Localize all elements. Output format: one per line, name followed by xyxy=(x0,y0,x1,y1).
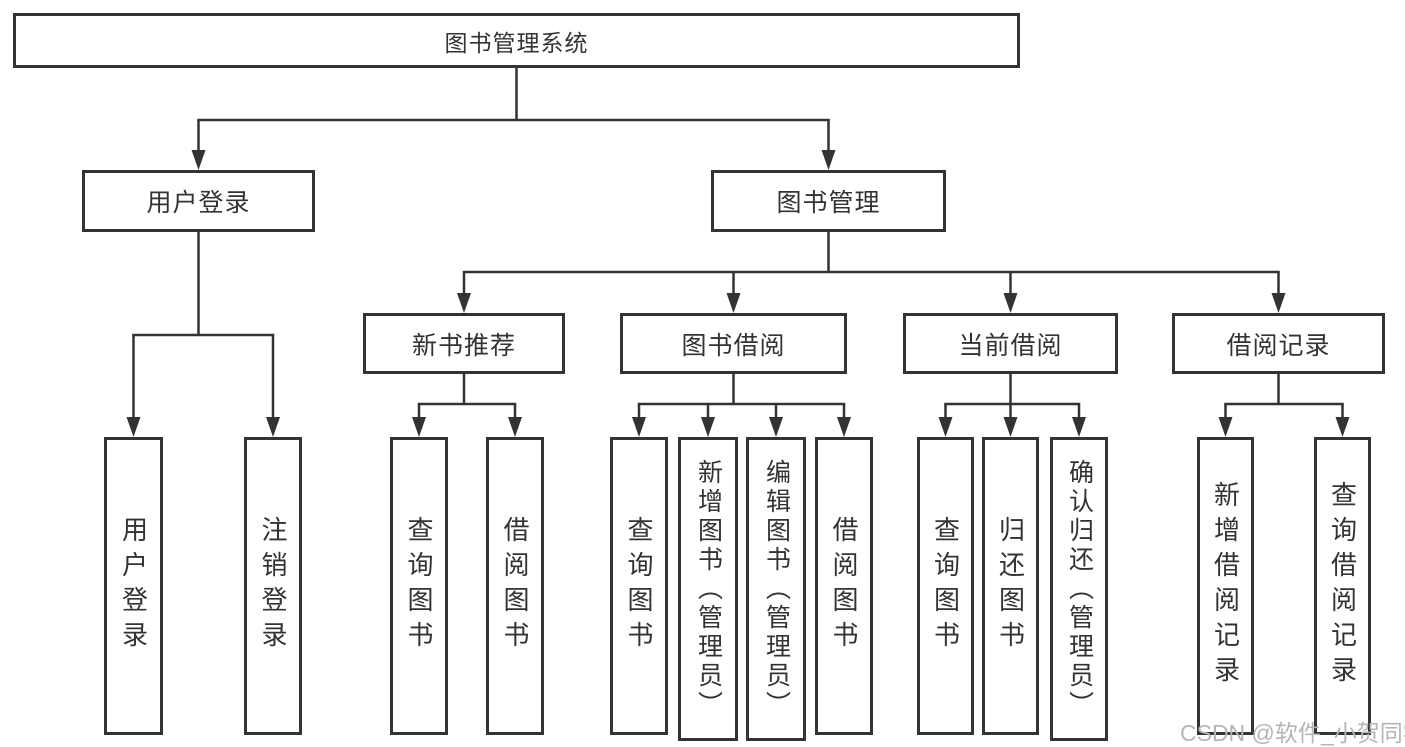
node-label: 用户登录 xyxy=(146,189,251,217)
node-label: 查询借阅记录 xyxy=(1327,481,1358,691)
arrowhead-icon xyxy=(938,417,953,437)
node-leaf-query-book-2: 查询图书 xyxy=(610,437,668,735)
node-label: 查询图书 xyxy=(930,516,961,656)
node-root: 图书管理系统 xyxy=(13,13,1020,68)
node-label: 图书管理系统 xyxy=(444,29,589,56)
node-label: 当前借阅 xyxy=(958,331,1063,360)
node-label: 图书管理 xyxy=(776,189,881,217)
node-leaf-query-book-3: 查询图书 xyxy=(917,437,974,735)
arrowhead-icon xyxy=(837,417,851,437)
node-leaf-logout: 注销登录 xyxy=(244,437,302,735)
node-leaf-return-book: 归还图书 xyxy=(982,437,1039,735)
arrowhead-icon xyxy=(126,417,141,437)
arrowhead-icon xyxy=(266,417,280,437)
node-label: 新增借阅记录 xyxy=(1210,481,1241,691)
arrowhead-icon xyxy=(508,417,522,437)
arrowhead-icon xyxy=(1072,417,1086,437)
node-leaf-query-book-1: 查询图书 xyxy=(390,437,448,735)
node-label: 查询图书 xyxy=(624,516,654,656)
arrowhead-icon xyxy=(1271,293,1286,313)
node-leaf-borrow-book-2: 借阅图书 xyxy=(815,437,873,735)
arrowhead-icon xyxy=(1003,293,1018,313)
arrowhead-icon xyxy=(769,417,783,437)
node-label: 注销登录 xyxy=(258,516,288,656)
node-leaf-edit-book: 编辑图书（管理员） xyxy=(746,437,806,741)
node-book-mgmt: 图书管理 xyxy=(711,170,946,232)
watermark: CSDN @软件_小贺同学 xyxy=(1180,720,1405,746)
node-label: 借阅图书 xyxy=(829,516,859,656)
node-leaf-borrow-book-1: 借阅图书 xyxy=(486,437,544,735)
node-user-login: 用户登录 xyxy=(82,170,315,232)
node-label: 用户登录 xyxy=(118,516,149,656)
arrowhead-icon xyxy=(821,150,836,170)
node-borrow-records: 借阅记录 xyxy=(1172,313,1385,374)
node-label: 编辑图书（管理员） xyxy=(762,458,791,720)
node-leaf-query-borrow-record: 查询借阅记录 xyxy=(1314,437,1371,735)
arrowhead-icon xyxy=(701,417,715,437)
node-book-borrow: 图书借阅 xyxy=(620,313,847,374)
arrowhead-icon xyxy=(191,150,206,170)
node-leaf-add-borrow-record: 新增借阅记录 xyxy=(1197,437,1254,735)
node-leaf-add-book: 新增图书（管理员） xyxy=(678,437,738,741)
node-current-borrow: 当前借阅 xyxy=(903,313,1118,374)
arrowhead-icon xyxy=(457,293,471,313)
node-label: 新书推荐 xyxy=(411,331,516,360)
node-label: 图书借阅 xyxy=(681,331,786,360)
node-label: 确认归还（管理员） xyxy=(1065,458,1094,720)
arrowhead-icon xyxy=(632,417,646,437)
node-label: 借阅图书 xyxy=(500,516,530,656)
arrowhead-icon xyxy=(726,293,741,313)
node-leaf-user-login: 用户登录 xyxy=(104,437,163,735)
node-label: 借阅记录 xyxy=(1226,331,1331,360)
node-label: 归还图书 xyxy=(995,516,1026,656)
node-leaf-confirm-return: 确认归还（管理员） xyxy=(1050,437,1108,741)
arrowhead-icon xyxy=(1218,417,1233,437)
arrowhead-icon xyxy=(1003,417,1018,437)
arrowhead-icon xyxy=(412,417,426,437)
node-label: 查询图书 xyxy=(404,516,434,656)
node-new-book-rec: 新书推荐 xyxy=(363,313,565,374)
node-label: 新增图书（管理员） xyxy=(694,458,723,720)
arrowhead-icon xyxy=(1335,417,1350,437)
